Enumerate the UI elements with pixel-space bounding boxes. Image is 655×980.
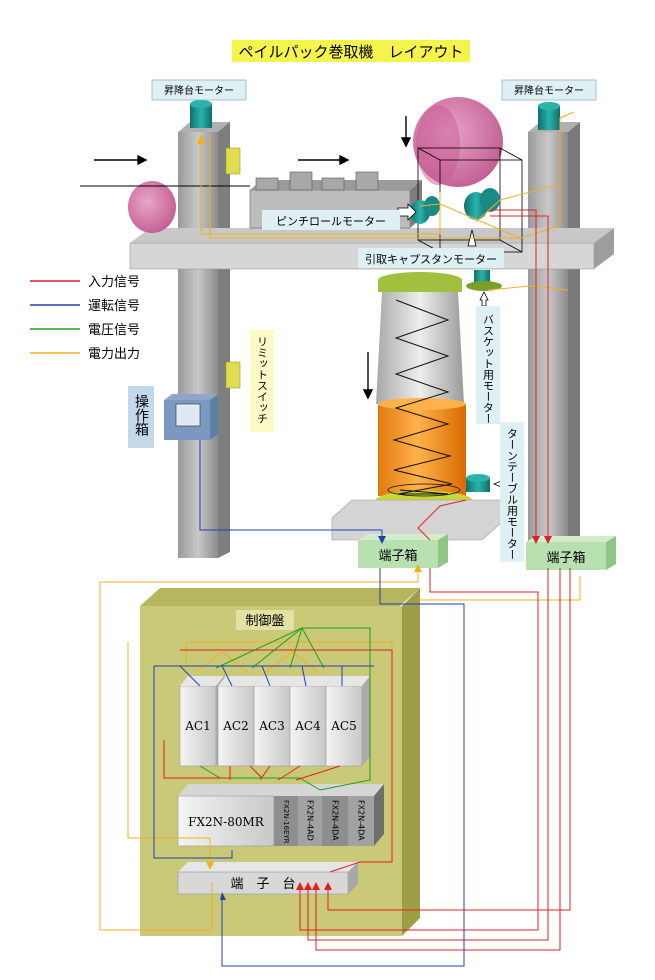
lift-motor-right-label: 昇降台モーター [501, 79, 597, 101]
svg-text:操作箱: 操作箱 [133, 394, 149, 436]
title-box: ペイルパック巻取機 レイアウト [232, 40, 470, 62]
svg-text:端子箱: 端子箱 [378, 548, 417, 564]
plc-module-4: FX2N-4DA [357, 800, 366, 841]
terminal-box-center: 端子箱 [358, 534, 448, 568]
limit-switch-upper-icon [225, 147, 241, 175]
svg-text:引取キャプスタンモーター: 引取キャプスタンモーター [365, 252, 497, 266]
svg-text:リミットスイッチ: リミットスイッチ [256, 336, 269, 424]
svg-text:AC1: AC1 [184, 719, 210, 733]
pinch-roll-motor-label: ピンチロールモーター [262, 210, 400, 230]
lift-motor-right-icon [538, 102, 560, 130]
flow-arrows [80, 116, 412, 400]
svg-text:端子箱: 端子箱 [546, 550, 585, 566]
wires-voltage [199, 627, 371, 791]
legend-power-label: 電力出力 [88, 347, 140, 362]
capstan-motor-label: 引取キャプスタンモーター [358, 248, 504, 268]
control-panel-label: 制御盤 [245, 614, 284, 629]
take-up-drum-icon [413, 97, 503, 187]
turntable-motor-icon [466, 474, 505, 492]
limit-switch-lower-icon [225, 361, 241, 389]
lift-motor-left-label: 昇降台モーター [151, 79, 247, 101]
svg-text:AC2: AC2 [222, 719, 248, 733]
ac-unit-5: AC5 [325, 676, 370, 767]
ac-units: AC1 AC2 AC3 AC4 AC5 [179, 676, 370, 767]
basket-motor-label: バスケット用モーター [476, 306, 500, 424]
supply-drum-icon [128, 181, 176, 233]
wire-arrowheads [197, 134, 552, 900]
turntable-motor-label: ターンテーブル用モーター [500, 422, 524, 562]
svg-text:昇降台モーター: 昇降台モーター [514, 84, 584, 97]
wires-input [163, 209, 571, 951]
svg-text:昇降台モーター: 昇降台モーター [164, 84, 234, 97]
wires-run [153, 440, 465, 967]
svg-text:ターンテーブル用モーター: ターンテーブル用モーター [506, 428, 519, 560]
legend-input-label: 入力信号 [88, 275, 140, 290]
operation-box-label: 操作箱 [128, 386, 154, 448]
plc-module-1: FX2N-16EYR [282, 800, 290, 844]
ac-unit-1: AC1 [179, 676, 224, 767]
basket-assembly [376, 272, 472, 509]
wires-power [99, 111, 581, 931]
svg-text:ピンチロールモーター: ピンチロールモーター [276, 215, 386, 228]
plc-main-label: FX2N-80MR [188, 815, 265, 829]
left-column [178, 122, 230, 558]
terminal-box-right: 端子箱 [526, 536, 616, 570]
basket-motor-icon [466, 270, 502, 307]
legend-run-label: 運転信号 [88, 299, 140, 314]
legend: 入力信号 運転信号 電圧信号 電力出力 [30, 275, 140, 362]
plc-module-3: FX2N-4DA [331, 800, 340, 841]
svg-text:AC3: AC3 [258, 719, 284, 733]
terminal-block-label: 端 子 台 [230, 877, 295, 892]
page-title: ペイルパック巻取機 レイアウト [238, 43, 463, 61]
operation-box-icon [164, 394, 218, 440]
plc-unit: FX2N-80MR FX2N-16EYR FX2N-4AD FX2N-4DA F… [177, 784, 384, 847]
plc-module-2: FX2N-4AD [306, 800, 315, 841]
capstan-motor-icon [464, 188, 500, 247]
lift-motor-left-icon [190, 100, 212, 128]
svg-text:AC5: AC5 [330, 719, 356, 733]
limit-switch-label: リミットスイッチ [250, 330, 274, 432]
svg-text:AC4: AC4 [294, 719, 321, 733]
legend-voltage-label: 電圧信号 [88, 323, 140, 338]
svg-text:バスケット用モーター: バスケット用モーター [482, 314, 495, 424]
